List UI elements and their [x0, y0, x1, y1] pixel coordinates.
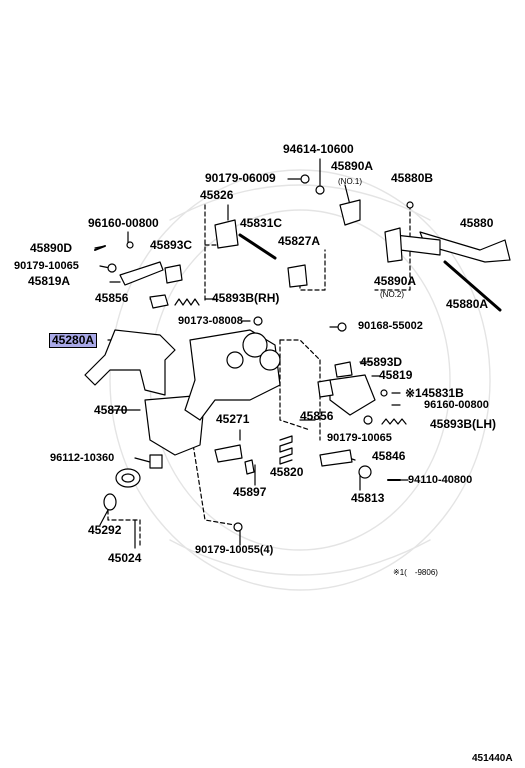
label-90173-08008: 90173-08008	[178, 315, 243, 327]
label-45813: 45813	[351, 491, 385, 505]
label-45819: 45819	[379, 368, 413, 382]
label-45820: 45820	[270, 465, 304, 479]
label-45271: 45271	[216, 412, 250, 426]
label-94110-40800: 94110-40800	[408, 474, 473, 486]
label-45831c: 45831C	[240, 216, 283, 230]
label-96112-10360: 96112-10360	[50, 452, 115, 464]
label-45856-left: 45856	[95, 291, 129, 305]
label-90168-55002: 90168-55002	[358, 320, 423, 332]
label-45893c: 45893C	[150, 238, 193, 252]
label-45826: 45826	[200, 188, 234, 202]
label-94614-10600: 94614-10600	[283, 142, 354, 156]
label-45846: 45846	[372, 449, 406, 463]
label-45890d: 45890D	[30, 241, 73, 255]
label-45880a: 45880A	[446, 297, 489, 311]
label-45893b-rh: 45893B(RH)	[212, 291, 280, 305]
label-45856-right: 45856	[300, 409, 334, 423]
label-45831b: ※145831B	[405, 386, 464, 400]
label-45890a-no1: 45890A	[331, 159, 374, 173]
label-45890a-no2: 45890A	[374, 274, 417, 288]
label-no2: (NO.2)	[380, 290, 404, 299]
label-96160-00800: 96160-00800	[88, 216, 159, 230]
label-45292: 45292	[88, 523, 122, 537]
label-45893b-lh: 45893B(LH)	[430, 417, 497, 431]
label-90179-10055: 90179-10055(4)	[195, 544, 274, 556]
label-no1: (NO.1)	[338, 177, 362, 186]
diagram-reference-code: 451440A	[472, 753, 513, 764]
part-shapes	[84, 174, 511, 532]
label-90179-06009: 90179-06009	[205, 171, 276, 185]
label-45870: 45870	[94, 403, 128, 417]
watermark-logo	[109, 169, 491, 591]
label-90179-10065-b: 90179-10065	[327, 432, 392, 444]
label-45827a: 45827A	[278, 234, 321, 248]
label-45897: 45897	[233, 485, 267, 499]
label-90179-10065-a: 90179-10065	[14, 260, 79, 272]
label-96160-00800-b: 96160-00800	[424, 399, 489, 411]
label-45880: 45880	[460, 216, 494, 230]
label-45024: 45024	[108, 551, 142, 565]
label-45819a: 45819A	[28, 274, 71, 288]
label-45880b: 45880B	[391, 171, 434, 185]
label-45280a-highlighted[interactable]: 45280A	[49, 333, 98, 348]
label-footnote: ※1( -9806)	[393, 568, 438, 577]
label-45893d: 45893D	[360, 355, 403, 369]
